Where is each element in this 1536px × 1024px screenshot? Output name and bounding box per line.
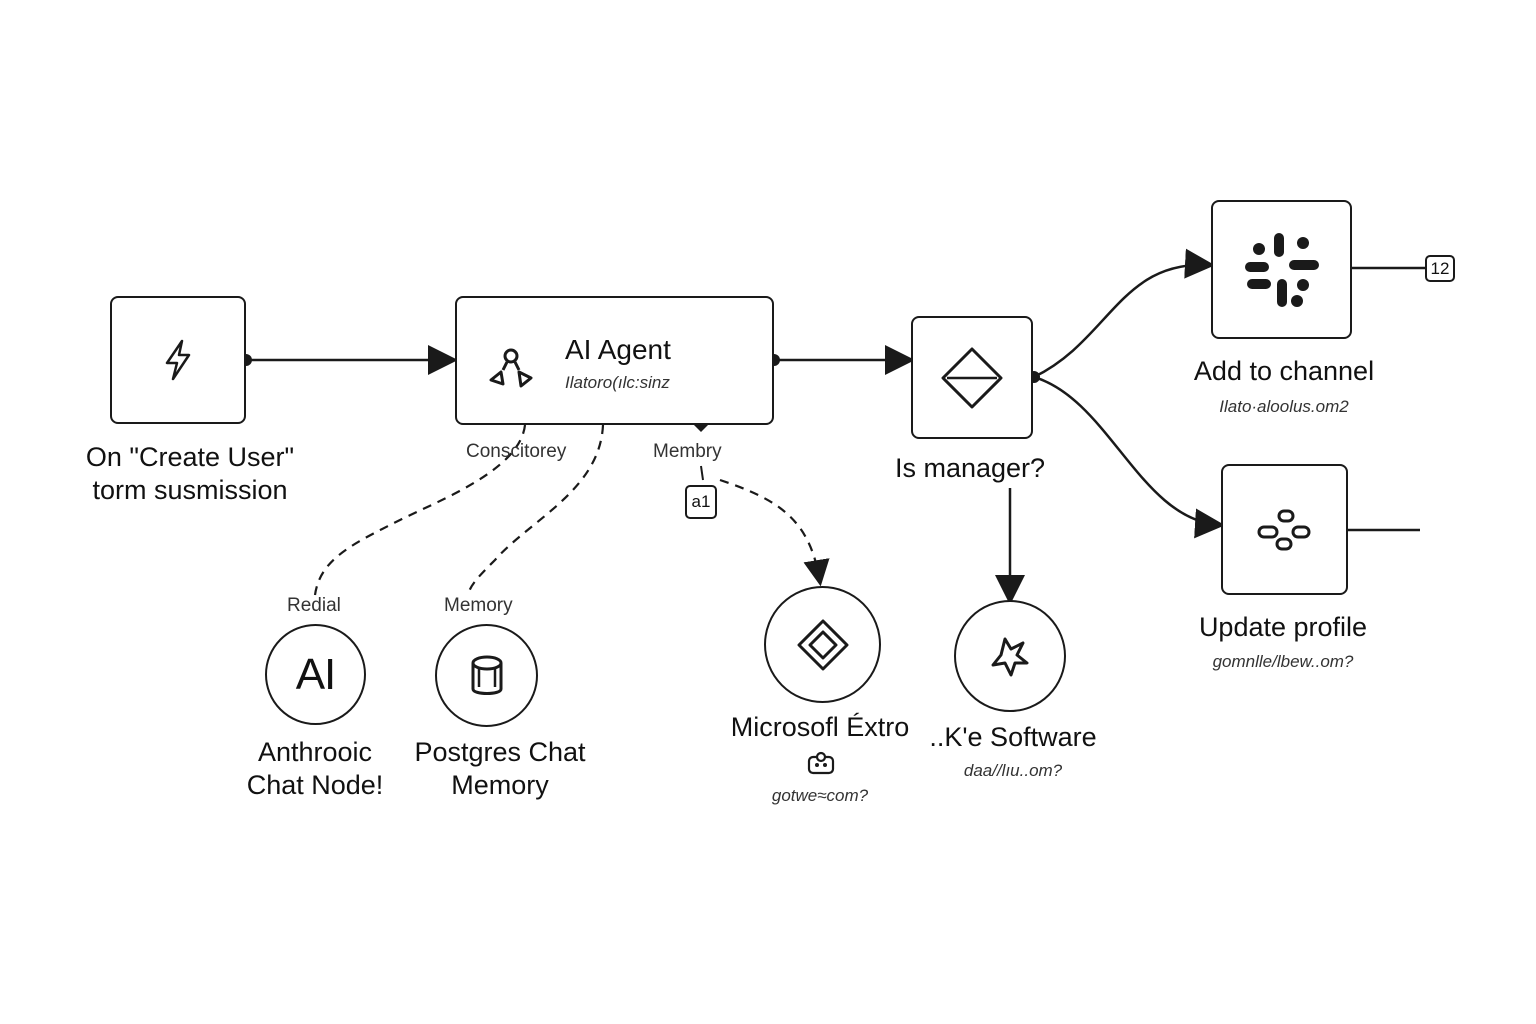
trigger-node[interactable] <box>110 296 246 424</box>
diamond-outline-icon <box>797 619 848 670</box>
lightning-icon <box>165 339 191 381</box>
database-icon <box>471 655 502 695</box>
ai-agent-node[interactable]: AI Agent Ilatoro(ılc:sinz <box>455 296 774 425</box>
condition-label: Is manager? <box>894 453 1046 483</box>
microsoft-subtitle: gotwe≈com? <box>771 786 869 805</box>
anthropic-chat-node[interactable]: AI <box>265 624 366 725</box>
puzzle-icon <box>807 751 835 775</box>
slack-node[interactable] <box>1211 200 1352 339</box>
software-subtitle: daa//lıu..om? <box>963 761 1063 780</box>
trigger-label: On "Create User" torm susmission <box>85 442 295 505</box>
agent-icon <box>489 348 533 388</box>
postgres-label: Postgres Chat Memory <box>414 737 586 800</box>
tool-icon <box>991 637 1029 677</box>
anthropic-port-label: Redial <box>287 595 341 616</box>
update-profile-label: Update profile <box>1198 612 1368 642</box>
microsoft-input-badge: a1 <box>685 485 717 519</box>
slack-label: Add to channel <box>1193 356 1375 386</box>
agent-subtitle: Ilatoro(ılc:sinz <box>565 373 670 392</box>
update-icon <box>1257 509 1310 550</box>
anthropic-icon: AI <box>295 649 337 699</box>
edge-condition-slack <box>1033 248 1215 379</box>
slack-output-badge: 12 <box>1425 255 1455 282</box>
slack-icon <box>1244 232 1319 307</box>
update-profile-node[interactable] <box>1221 464 1348 595</box>
postgres-memory-node[interactable] <box>435 624 538 727</box>
agent-memory-connector <box>700 465 704 481</box>
microsoft-label: Microsofl Éxtro <box>730 712 910 742</box>
edge-agent-microsoft <box>719 478 830 587</box>
slack-subtitle: Ilato·aloolus.om2 <box>1219 397 1349 416</box>
condition-node[interactable] <box>911 316 1033 439</box>
software-label: ..K'e Software <box>929 722 1097 752</box>
microsoft-node[interactable] <box>764 586 881 703</box>
edge-condition-update <box>1033 375 1225 539</box>
software-node[interactable] <box>954 600 1066 712</box>
postgres-port-label: Memory <box>444 595 513 616</box>
edge-agent-anthropic <box>313 424 527 596</box>
update-profile-subtitle: gomnlle/lbew..om? <box>1212 652 1354 671</box>
agent-port-label-right: Membry <box>653 441 722 462</box>
anthropic-label: Anthroοic Chat Node! <box>246 737 384 800</box>
diamond-icon <box>941 347 1003 408</box>
agent-title: AI Agent <box>565 334 671 365</box>
agent-port-label-left: Conscitorey <box>466 441 567 462</box>
